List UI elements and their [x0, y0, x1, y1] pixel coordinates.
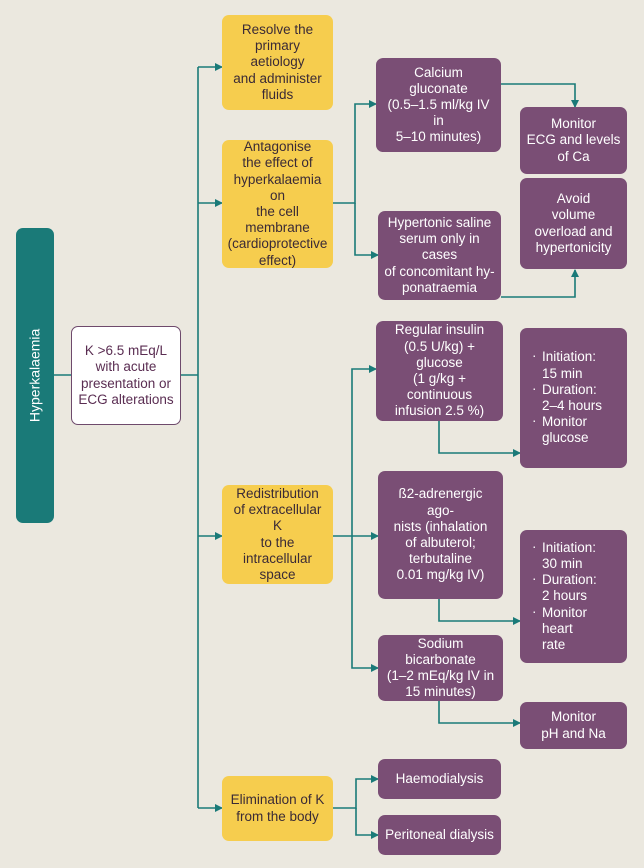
condition-label: K >6.5 mEq/L with acute presentation or …: [78, 343, 174, 407]
connector-redistribution-branch: [333, 365, 377, 537]
connector-bicarbonate-monitor: [438, 701, 521, 727]
list-item: Initiation: 30 min: [532, 539, 621, 572]
treatment-node-beta2: ß2-adrenergic ago- nists (inhalation of …: [378, 471, 503, 599]
treatment-node-insulin: Regular insulin (0.5 U/kg) + glucose (1 …: [376, 321, 503, 421]
treatment-node-peritoneal: Peritoneal dialysis: [378, 815, 501, 855]
root-node-hyperkalaemia: Hyperkalaemia: [16, 228, 54, 523]
treatment-node-calcium: Calcium gluconate (0.5–1.5 ml/kg IV in 5…: [376, 58, 501, 152]
treatment-calcium-label: Calcium gluconate (0.5–1.5 ml/kg IV in 5…: [387, 64, 490, 145]
treatment-peritoneal-label: Peritoneal dialysis: [385, 826, 494, 842]
treatment-bicarbonate-label: Sodium bicarbonate (1–2 mEq/kg IV in 15 …: [386, 635, 495, 700]
monitor-bicarbonate-label: Monitor pH and Na: [541, 709, 606, 741]
list-item: Duration: 2 hours: [532, 571, 621, 604]
monitor-node-calcium: Monitor ECG and levels of Ca: [520, 107, 627, 174]
monitor-calcium-label: Monitor ECG and levels of Ca: [526, 116, 621, 164]
treatment-saline-label: Hypertonic saline serum only in cases of…: [384, 215, 495, 295]
treatment-node-haemodialysis: Haemodialysis: [378, 759, 501, 799]
treatment-haemodialysis-label: Haemodialysis: [395, 770, 484, 786]
action-elimination-label: Elimination of K from the body: [230, 792, 325, 824]
monitor-beta2-list: Initiation: 30 min Duration: 2 hours Mon…: [532, 539, 621, 654]
action-redistribution-label: Redistribution of extracellular K to the…: [233, 485, 322, 582]
monitor-node-saline: Avoid volume overload and hypertonicity: [520, 178, 627, 269]
action-node-redistribution: Redistribution of extracellular K to the…: [222, 485, 333, 584]
connector-redistribution-bicarbonate: [351, 536, 379, 672]
monitor-node-insulin: Initiation: 15 min Duration: 2–4 hours M…: [520, 328, 627, 468]
connector-elimination-branch: [333, 775, 379, 809]
connector-antagonise-saline: [354, 203, 379, 259]
list-item: Initiation: 15 min: [532, 348, 602, 381]
treatment-beta2-label: ß2-adrenergic ago- nists (inhalation of …: [393, 486, 488, 583]
connector-calcium-monitor: [501, 83, 579, 108]
condition-node: K >6.5 mEq/L with acute presentation or …: [71, 326, 181, 425]
monitor-insulin-list: Initiation: 15 min Duration: 2–4 hours M…: [532, 348, 602, 446]
list-item: Monitor heart rate: [532, 604, 621, 654]
action-antagonise-label: Antagonise the effect of hyperkalaemia o…: [227, 139, 328, 268]
action-resolve-label: Resolve the primary aetiology and admini…: [233, 22, 322, 102]
action-node-resolve: Resolve the primary aetiology and admini…: [222, 15, 333, 110]
connector-beta2-monitor: [438, 599, 521, 625]
action-node-elimination: Elimination of K from the body: [222, 776, 333, 841]
connector-antagonise-branch: [333, 100, 377, 204]
treatment-node-saline: Hypertonic saline serum only in cases of…: [378, 211, 501, 300]
connector-saline-monitor: [501, 269, 579, 298]
list-item: Monitor glucose: [532, 413, 602, 446]
list-item: Duration: 2–4 hours: [532, 381, 602, 414]
connector-elimination-peritoneal: [355, 808, 379, 839]
monitor-saline-label: Avoid volume overload and hypertonicity: [534, 191, 613, 255]
connector-insulin-monitor: [438, 421, 521, 457]
action-node-antagonise: Antagonise the effect of hyperkalaemia o…: [222, 139, 333, 268]
monitor-node-beta2: Initiation: 30 min Duration: 2 hours Mon…: [520, 530, 627, 663]
treatment-node-bicarbonate: Sodium bicarbonate (1–2 mEq/kg IV in 15 …: [378, 635, 503, 701]
treatment-insulin-label: Regular insulin (0.5 U/kg) + glucose (1 …: [394, 322, 485, 419]
root-label: Hyperkalaemia: [26, 328, 43, 423]
monitor-node-bicarbonate: Monitor pH and Na: [520, 702, 627, 749]
